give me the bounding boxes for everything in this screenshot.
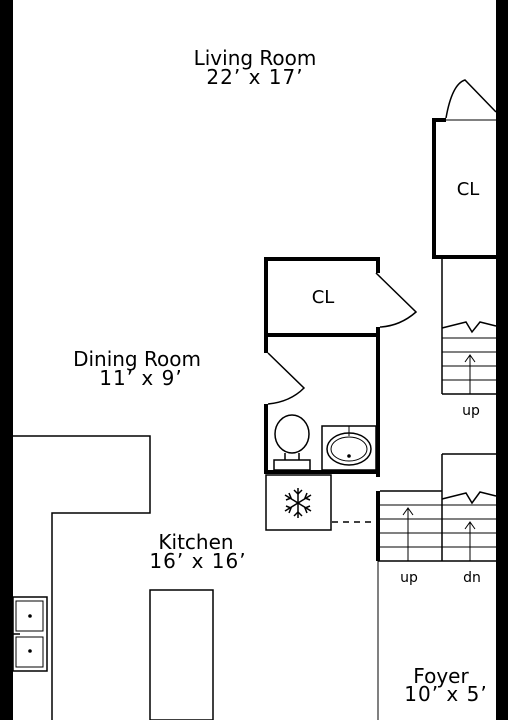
living-room-name: Living Room [194, 46, 317, 70]
double-sink-icon [12, 596, 48, 672]
foyer-name: Foyer [413, 664, 469, 688]
kitchen-name: Kitchen [158, 530, 233, 554]
exterior-wall-left [0, 0, 13, 720]
refrigerator [265, 474, 332, 531]
toilet-icon [273, 414, 311, 471]
foyer-dims: 10’ x 5’ [404, 682, 487, 706]
stair-label-lower-left: up [400, 570, 418, 586]
stair-upper-right [441, 258, 497, 395]
exterior-wall-right [496, 0, 508, 720]
kitchen-counter [12, 435, 214, 720]
upper-closet [432, 79, 497, 259]
dining-room-name: Dining Room [73, 347, 201, 371]
snowflake-icon [284, 488, 312, 518]
stair-lower [376, 453, 497, 720]
dining-room-dims: 11’ x 9’ [99, 366, 182, 390]
kitchen-dims: 16’ x 16’ [149, 549, 246, 573]
middle-closet [264, 257, 418, 477]
sink-icon [321, 425, 377, 471]
closet-label-upper: CL [457, 179, 480, 200]
closet-door-swing [445, 79, 497, 119]
bathroom [264, 352, 380, 474]
stair-label-upper-right: up [462, 403, 480, 419]
closet-label-middle: CL [312, 287, 335, 308]
stair-label-lower-right: dn [463, 570, 481, 586]
living-room-dims: 22’ x 17’ [206, 65, 303, 89]
